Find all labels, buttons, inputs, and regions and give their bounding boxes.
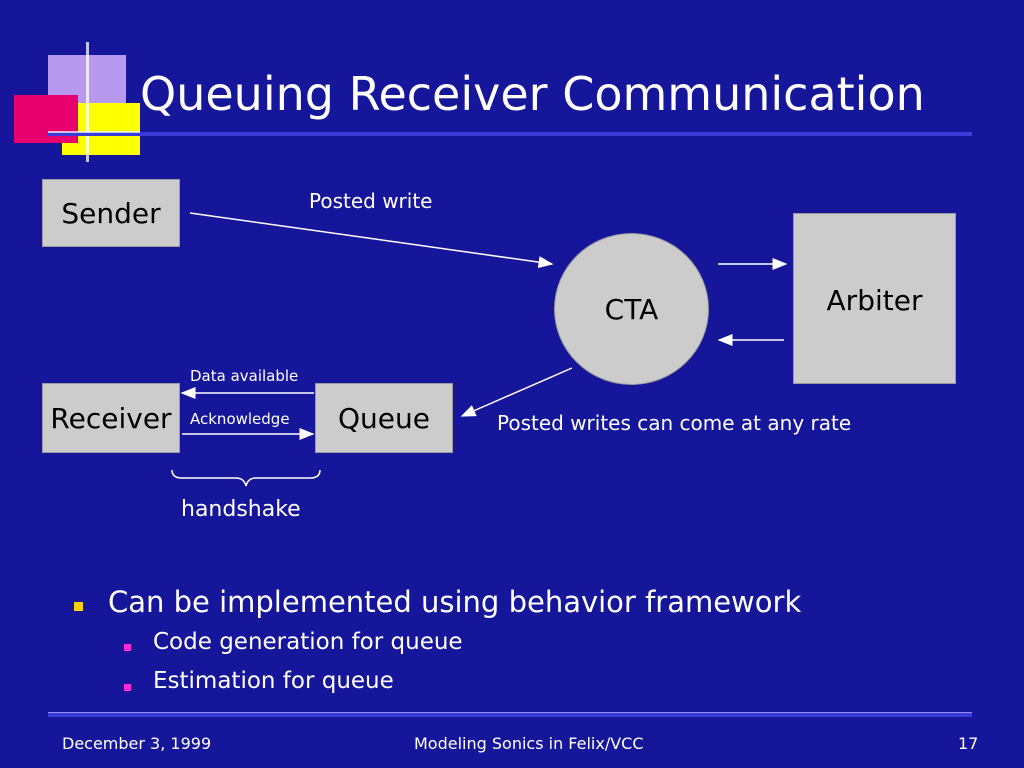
posted-write-arrow — [189, 212, 554, 269]
footer-date: December 3, 1999 — [62, 734, 212, 753]
footer-title: Modeling Sonics in Felix/VCC — [414, 734, 644, 753]
data-available-label: Data available — [190, 367, 299, 385]
bullet-sub-2: Estimation for queue — [153, 668, 394, 694]
sender-box: Sender — [42, 179, 180, 247]
decorative-vertical-line — [86, 42, 89, 162]
bullet-main: Can be implemented using behavior framew… — [108, 585, 802, 619]
bullet-sub-1: Code generation for queue — [153, 629, 463, 655]
sub-bullet-marker — [124, 644, 131, 651]
posted-write-label: Posted write — [309, 189, 433, 213]
title-underline — [48, 132, 972, 136]
posted-writes-rate-label: Posted writes can come at any rate — [497, 411, 852, 435]
acknowledge-label: Acknowledge — [190, 410, 290, 428]
bullet-marker — [74, 602, 83, 611]
cta-to-queue-arrow — [460, 367, 573, 417]
arbiter-box: Arbiter — [793, 213, 956, 384]
decorative-horizontal-line — [48, 131, 140, 133]
cta-circle: CTA — [554, 233, 709, 385]
slide-title: Queuing Receiver Communication — [140, 67, 925, 121]
queue-box: Queue — [315, 383, 453, 453]
footer-divider-highlight — [48, 712, 972, 713]
sub-bullet-marker — [124, 684, 131, 691]
handshake-brace — [171, 469, 321, 487]
footer-divider — [48, 713, 972, 717]
page-number: 17 — [958, 734, 979, 753]
handshake-label: handshake — [181, 497, 301, 522]
receiver-box: Receiver — [42, 383, 180, 453]
